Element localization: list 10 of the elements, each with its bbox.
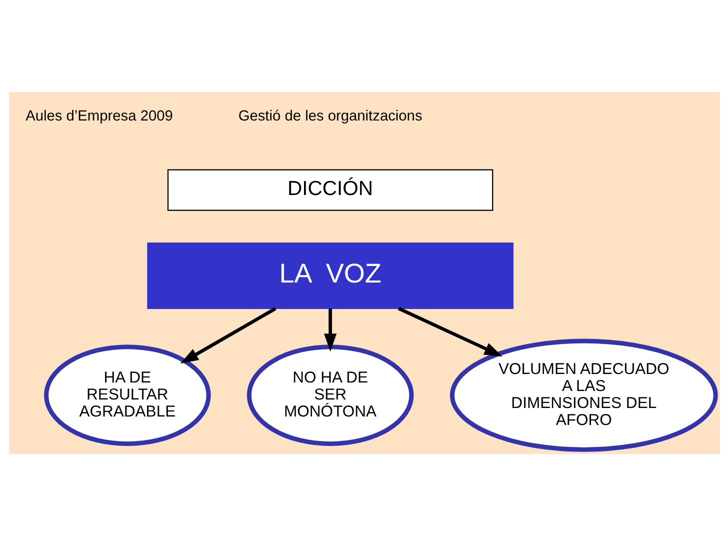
arrow bbox=[397, 306, 502, 356]
arrow bbox=[180, 307, 276, 364]
node-ellipse: VOLUMEN ADECUADO A LAS DIMENSIONES DEL AFORO bbox=[449, 338, 718, 452]
label: Gestió de les organitzacions bbox=[238, 108, 422, 125]
node-box: LA VOZ bbox=[146, 242, 513, 309]
arrow bbox=[323, 308, 336, 352]
label: Aules d’Empresa 2009 bbox=[25, 108, 172, 125]
node-box: DICCIÓN bbox=[166, 169, 493, 211]
node-ellipse: NO HA DE SER MONÓTONA bbox=[246, 344, 414, 446]
node-ellipse: HA DE RESULTAR AGRADABLE bbox=[44, 344, 210, 446]
